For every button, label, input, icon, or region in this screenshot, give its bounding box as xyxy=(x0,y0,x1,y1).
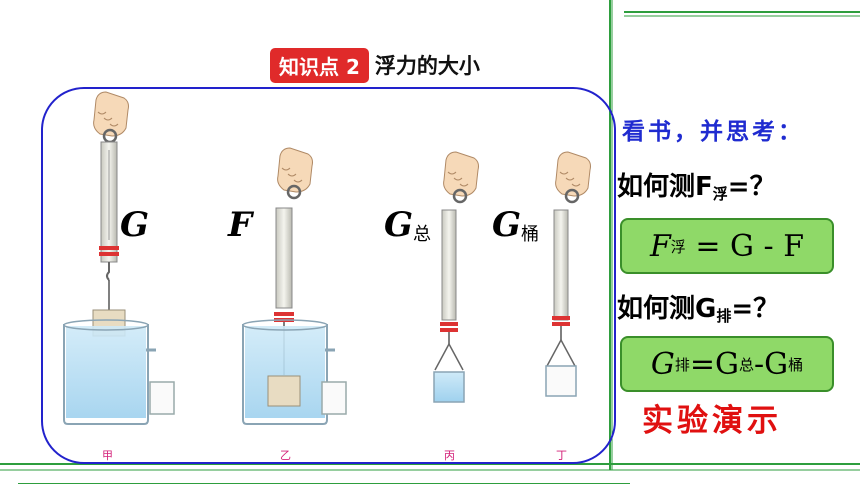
apparatus-bing xyxy=(433,150,480,403)
question-displaced: 如何测G排=？ xyxy=(617,294,780,325)
caption-ding: 丁 xyxy=(556,449,567,462)
section-title: 浮力的大小 xyxy=(374,54,480,78)
question-buoyancy: 如何测F浮=？ xyxy=(617,172,776,203)
apparatus-ding xyxy=(545,150,592,397)
apparatus-jia xyxy=(63,90,175,425)
experiment-illustration xyxy=(63,90,592,425)
read-prompt: 看书，并思考： xyxy=(622,119,804,145)
label-f: F xyxy=(228,205,253,245)
label-g-total: G总 xyxy=(384,205,432,245)
caption-yi: 乙 xyxy=(280,449,291,462)
section-tag: 知识点 2 浮力的大小 xyxy=(270,47,480,83)
demo-button[interactable]: 实验演示 xyxy=(642,403,782,439)
label-g: G xyxy=(120,205,150,245)
section-badge: 知识点 2 xyxy=(270,47,369,83)
label-g-bucket: G桶 xyxy=(492,205,540,245)
caption-bing: 丙 xyxy=(444,449,455,462)
apparatus-yi xyxy=(242,146,347,425)
caption-jia: 甲 xyxy=(102,449,113,462)
